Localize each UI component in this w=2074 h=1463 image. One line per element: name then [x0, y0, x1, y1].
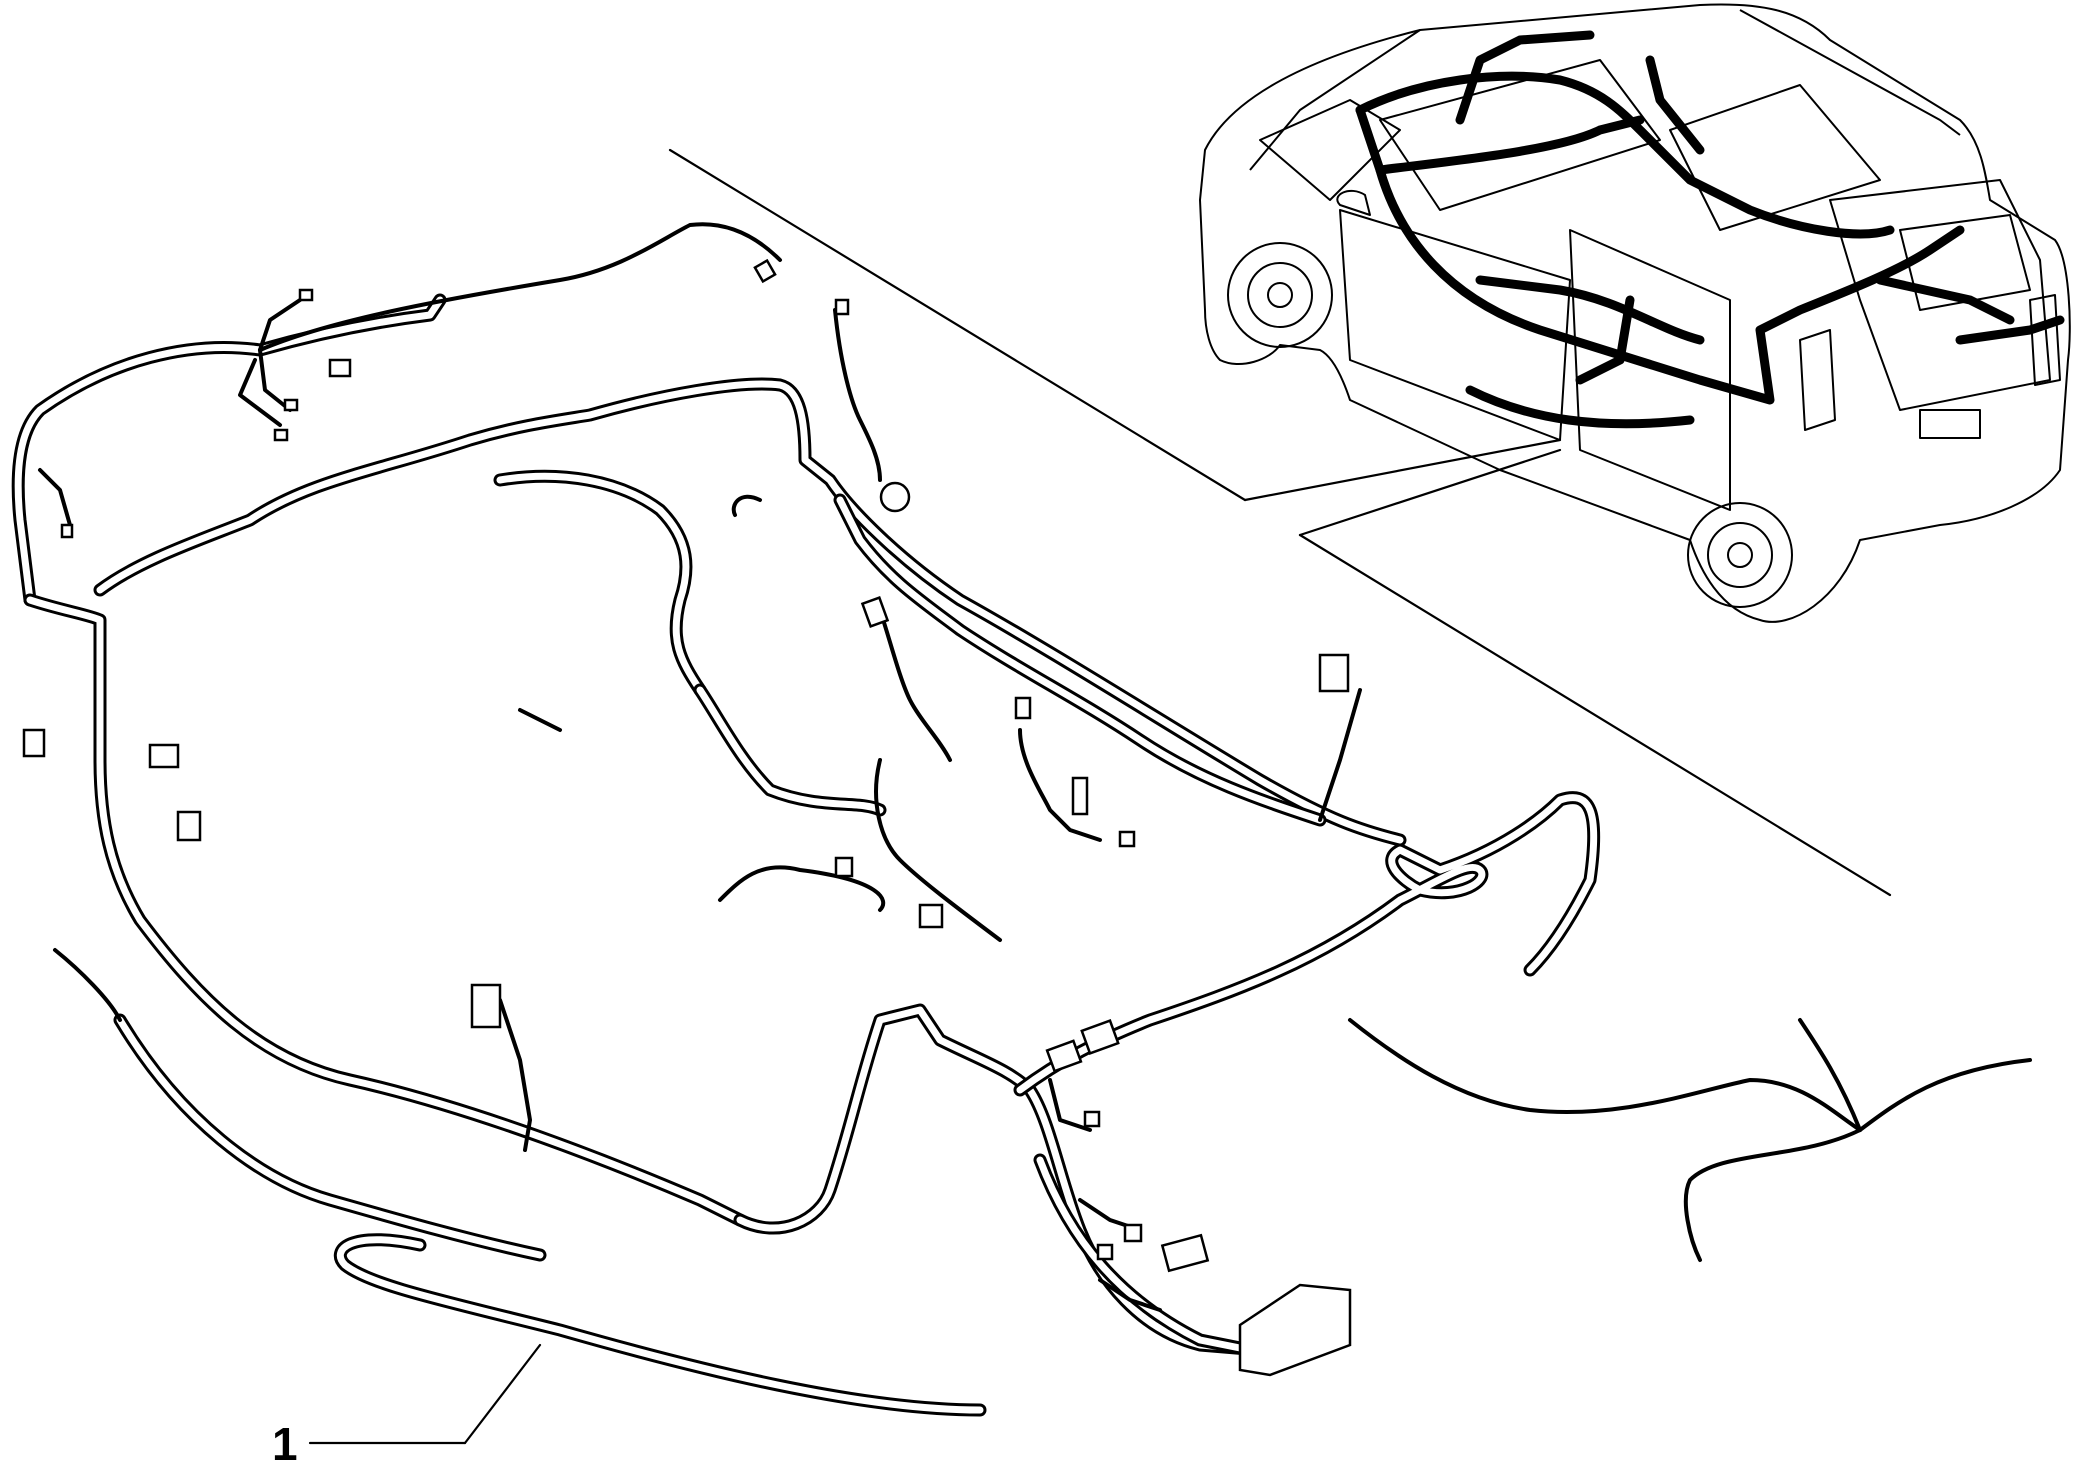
inset-leader-lines	[668, 148, 1892, 897]
callout-1: 1	[272, 1343, 542, 1463]
wire-leads	[38, 222, 2032, 1312]
connector-icon	[22, 258, 1352, 1377]
wiring-harness-icon	[11, 293, 1601, 1417]
callout-label: 1	[272, 1418, 298, 1463]
car-inset-icon	[1199, 3, 2071, 623]
